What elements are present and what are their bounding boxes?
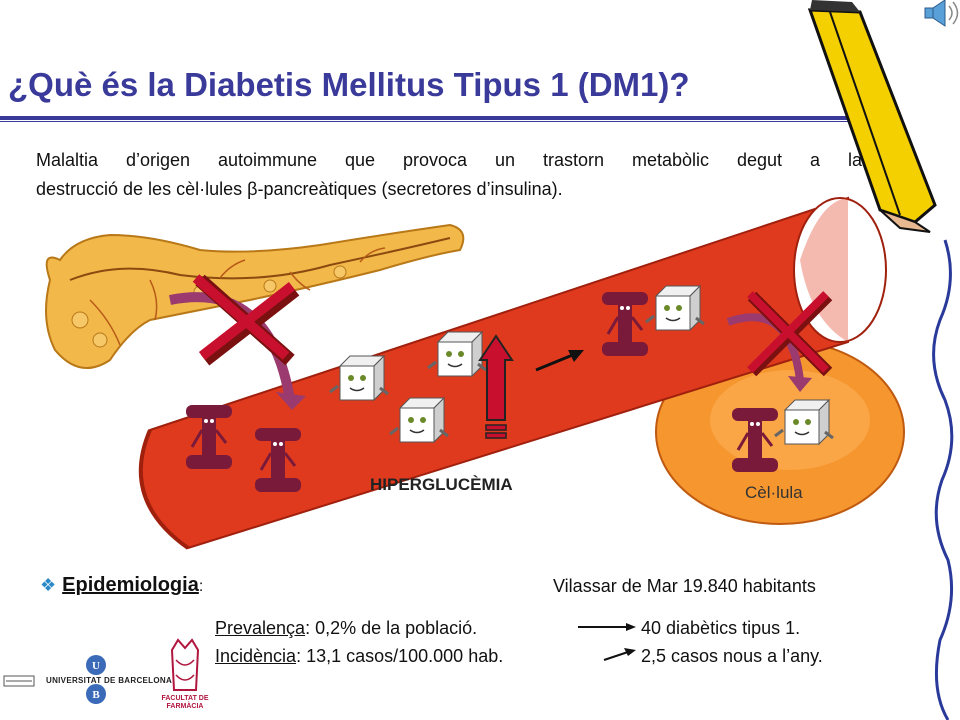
blocked-cross-icon bbox=[192, 274, 300, 366]
speaker-icon bbox=[924, 0, 959, 27]
intro-line-1: Malaltia d’origen autoimmune que provoca… bbox=[36, 150, 862, 170]
faculty-logo bbox=[170, 638, 200, 691]
university-logo: U B bbox=[3, 655, 106, 704]
pancreas-illustration bbox=[45, 223, 465, 369]
faculty-name: FACULTAT DE FARMÀCIA bbox=[161, 695, 209, 710]
prevalence-label: Prevalença bbox=[215, 618, 306, 638]
intro-paragraph: Malaltia d’origen autoimmune que provoca… bbox=[36, 146, 862, 204]
epidemiology-heading-row: ❖Epidemiologia: bbox=[40, 574, 203, 597]
incidence-result: 2,5 casos nous a l’any. bbox=[641, 646, 823, 666]
incidence-label: Incidència bbox=[215, 646, 297, 666]
incidence-arrow bbox=[603, 651, 629, 661]
prevalence-result: 40 diabètics tipus 1. bbox=[641, 618, 801, 638]
increase-arrow-icon bbox=[478, 334, 514, 439]
cell-label: Cèl·lula bbox=[745, 483, 803, 502]
prevalence-line: Prevalença: 0,2% de la població. bbox=[215, 618, 477, 639]
svg-text:B: B bbox=[92, 689, 100, 701]
hyperglycemia-label: HIPERGLUCÈMIA bbox=[370, 475, 513, 494]
blocked-entry-cross-icon bbox=[747, 291, 833, 377]
pencil-icon bbox=[807, 0, 937, 233]
page-title: ¿Què és la Diabetis Mellitus Tipus 1 (DM… bbox=[8, 66, 690, 103]
town-population: Vilassar de Mar 19.840 habitants bbox=[553, 576, 816, 596]
intro-line-2: destrucció de les cèl·lules β-pancreàtiq… bbox=[36, 179, 563, 199]
epidemiology-heading: Epidemiologia bbox=[62, 574, 199, 596]
decorative-wave bbox=[932, 239, 954, 720]
flow-arrow bbox=[535, 352, 576, 372]
title-underline bbox=[0, 116, 848, 120]
incidence-line: Incidència: 13,1 casos/100.000 hab. bbox=[215, 646, 503, 667]
epidemiology-colon: : bbox=[198, 578, 204, 595]
diamond-bullet-icon: ❖ bbox=[40, 575, 57, 595]
incidence-text: : 13,1 casos/100.000 hab. bbox=[296, 646, 504, 666]
svg-text:U: U bbox=[92, 660, 100, 672]
title-underline-thin bbox=[0, 121, 848, 122]
prevalence-text: : 0,2% de la població. bbox=[305, 618, 478, 638]
university-name: UNIVERSITAT DE BARCELONA bbox=[46, 676, 173, 685]
